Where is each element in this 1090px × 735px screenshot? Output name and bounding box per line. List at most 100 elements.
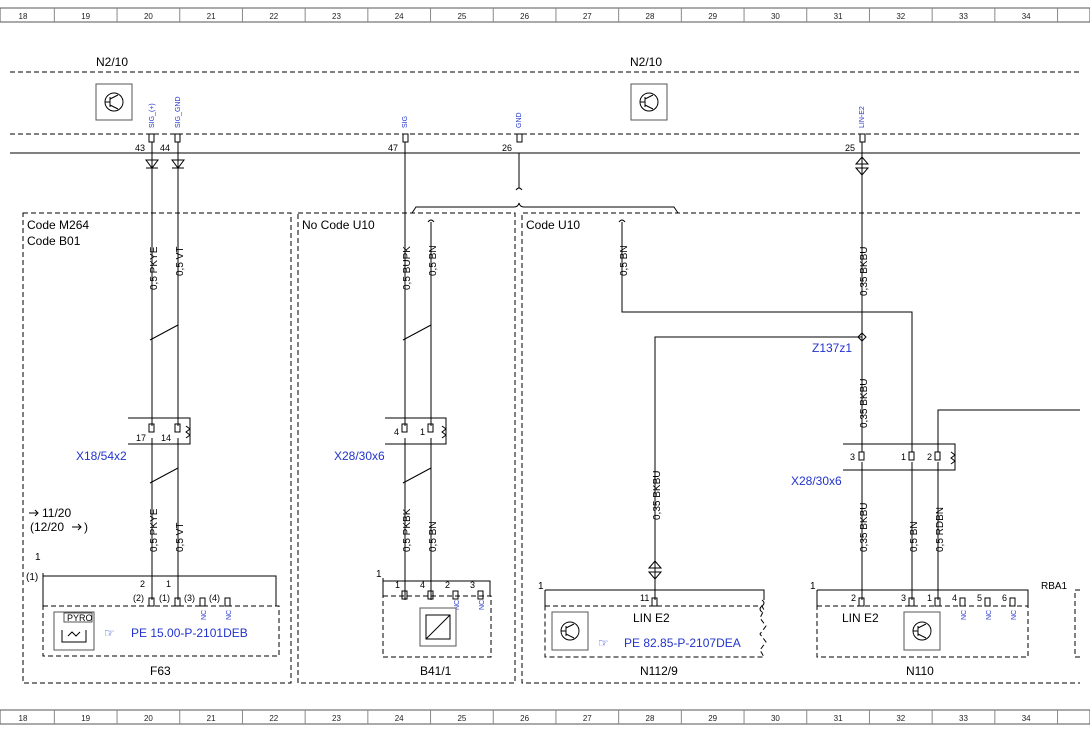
svg-text:26: 26 <box>502 143 512 153</box>
svg-text:NC: NC <box>1011 610 1018 620</box>
wire-label: 0,5 BN <box>428 521 439 552</box>
signal-name-gnd: GND <box>516 112 523 128</box>
svg-text:3: 3 <box>901 593 906 603</box>
ruler-number: 25 <box>457 714 466 723</box>
wire-label: 0,5 PKYE <box>149 246 160 290</box>
component-name-n112-9: N112/9 <box>640 664 678 678</box>
svg-text:47: 47 <box>388 143 398 153</box>
module-pin: 43 <box>135 133 155 153</box>
connector-x28-left: 4 1 <box>385 417 447 445</box>
signal-name-sig-gnd: SIG_GND <box>175 96 182 128</box>
wire-bn-u10 <box>618 219 913 600</box>
ruler-number: 22 <box>269 12 278 21</box>
component-n110: 1 2 3 1 4 5 6 LIN E2 NC NC NC <box>810 581 1029 658</box>
svg-text:NC: NC <box>201 610 208 620</box>
connector-label-x28-right: X28/30x6 <box>791 474 842 488</box>
svg-text:(1): (1) <box>159 593 170 603</box>
svg-text:(2): (2) <box>133 593 144 603</box>
section-box-no-code-u10 <box>297 212 516 684</box>
wire-vt <box>149 142 185 600</box>
ruler-number: 26 <box>520 714 529 723</box>
svg-text:1: 1 <box>420 427 425 437</box>
svg-text:2: 2 <box>851 593 856 603</box>
component-index: (1) <box>26 572 38 583</box>
svg-text:2: 2 <box>445 580 450 590</box>
pointer-hand-icon: ☞ <box>104 626 115 640</box>
svg-text:PYRO: PYRO <box>67 613 93 623</box>
ruler-number: 24 <box>395 714 404 723</box>
pointer-hand-icon: ☞ <box>598 636 609 650</box>
ruler-number: 31 <box>834 12 843 21</box>
reference-link-n112-9[interactable]: PE 82.85-P-2107DEA <box>624 636 741 650</box>
ruler-number: 25 <box>457 12 466 21</box>
transistor-icon <box>630 83 668 121</box>
svg-text:4: 4 <box>394 427 399 437</box>
ruler-number: 32 <box>896 714 905 723</box>
connector-x28-right: 3 1 2 <box>843 443 956 471</box>
connector-x18: 17 14 <box>128 417 191 445</box>
section-label-code-u10: Code U10 <box>526 218 580 232</box>
ruler-number: 26 <box>520 12 529 21</box>
ruler-number: 30 <box>771 714 780 723</box>
component-f63: 2 1 (2) (1) (3) (4) NC NC <box>42 573 280 657</box>
svg-text:11/20: 11/20 <box>42 506 71 520</box>
signal-name-lin-e2: LIN-E2 <box>859 106 866 128</box>
transistor-icon <box>551 611 589 651</box>
svg-text:5: 5 <box>977 593 982 603</box>
wire-label: 0,35 BKBU <box>859 379 870 428</box>
svg-text:4: 4 <box>952 593 957 603</box>
svg-text:LIN E2: LIN E2 <box>842 611 879 625</box>
ruler-number: 27 <box>583 12 592 21</box>
svg-text:(3): (3) <box>184 593 195 603</box>
ruler-number: 34 <box>1022 12 1031 21</box>
section-box-code-m264 <box>22 212 292 684</box>
wire-bn <box>427 219 435 600</box>
svg-text:NC: NC <box>226 610 233 620</box>
splice-label-z137z1: Z137z1 <box>812 341 852 355</box>
svg-text:44: 44 <box>160 143 170 153</box>
module-pin: 26 <box>502 133 523 153</box>
svg-text:25: 25 <box>845 143 855 153</box>
section-label-no-code-u10: No Code U10 <box>302 218 375 232</box>
svg-text:NC: NC <box>479 600 486 610</box>
reference-link-f63[interactable]: PE 15.00-P-2101DEB <box>131 626 248 640</box>
component-name-rba1: RBA1 <box>1041 581 1068 592</box>
wire-label: 0,35 BKBU <box>652 471 663 520</box>
wire-label: 0,5 VT <box>175 247 186 276</box>
ruler-number: 33 <box>959 714 968 723</box>
signal-name-sig: SIG <box>402 116 409 128</box>
connector-label-x18: X18/54x2 <box>76 449 127 463</box>
wire-label: 0,5 PKBK <box>402 508 413 552</box>
wire-label: 0,5 PKYE <box>149 508 160 552</box>
svg-text:3: 3 <box>850 452 855 462</box>
svg-text:1: 1 <box>927 593 932 603</box>
ruler-number: 20 <box>144 714 153 723</box>
svg-text:6: 6 <box>1002 593 1007 603</box>
wire-label: 0,5 BN <box>619 245 630 276</box>
component-n112-9: 1 11 LIN E2 <box>538 581 767 658</box>
component-name-n110: N110 <box>906 664 934 678</box>
ruler-number: 20 <box>144 12 153 21</box>
wire-pkye <box>145 142 179 600</box>
svg-text:11: 11 <box>640 593 649 603</box>
module-pin: 44 <box>160 133 181 153</box>
wire-label: 0,5 BUPK <box>402 246 413 290</box>
svg-text:1: 1 <box>395 580 400 590</box>
svg-text:4: 4 <box>420 580 425 590</box>
ruler-number: 30 <box>771 12 780 21</box>
svg-text:2: 2 <box>140 579 145 589</box>
svg-text:): ) <box>84 520 88 534</box>
section-label-code-b01: Code B01 <box>27 234 81 248</box>
svg-text:NC: NC <box>986 610 993 620</box>
ruler-number: 28 <box>646 12 655 21</box>
svg-text:NC: NC <box>961 610 968 620</box>
wire-label: 0,35 BKBU <box>859 503 870 552</box>
svg-text:43: 43 <box>135 143 145 153</box>
module-label-left: N2/10 <box>96 55 128 69</box>
module-label-right: N2/10 <box>630 55 662 69</box>
ruler-number: 19 <box>81 714 90 723</box>
reference-arrows: 11/20 (12/20 ) <box>29 506 88 534</box>
